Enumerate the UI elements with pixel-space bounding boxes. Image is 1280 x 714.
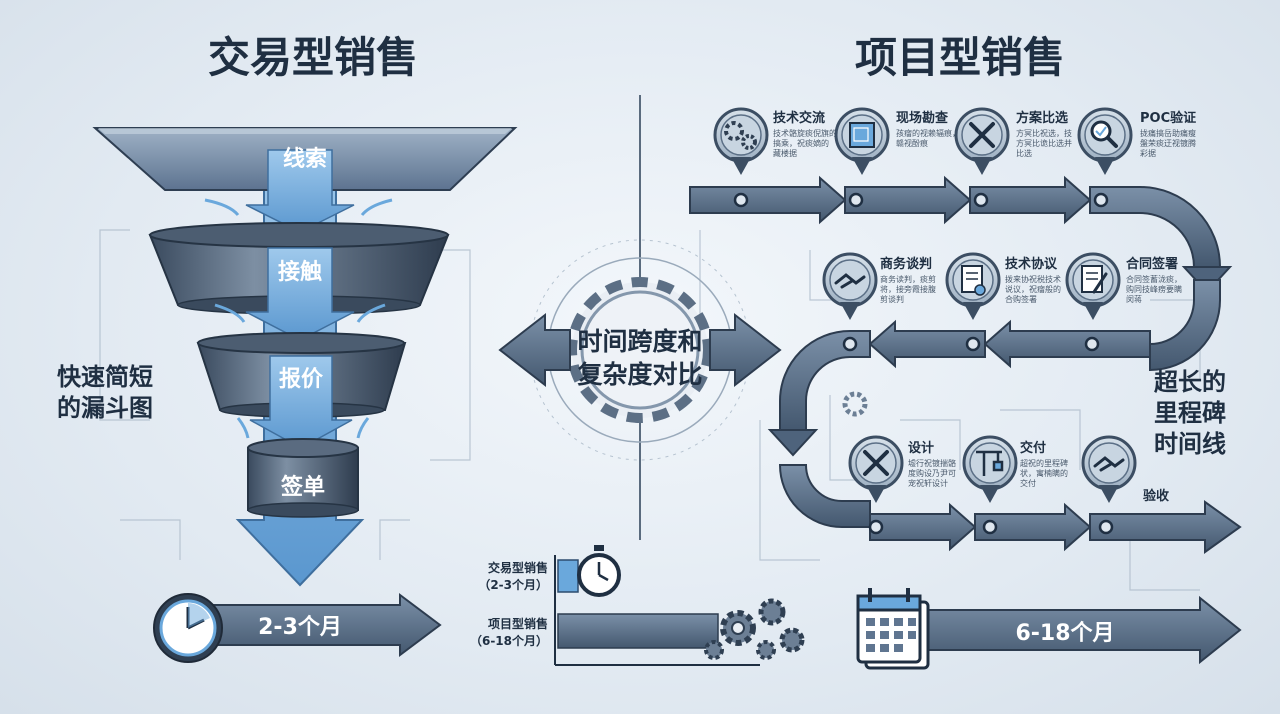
milestone-title: 交付 [1020,440,1046,456]
milestone-desc: 宠祝轩设计 [908,478,948,488]
milestone-10: 验收 [1081,435,1170,505]
center-label-line1: 时间跨度和 [577,327,702,356]
milestone-title: 验收 [1143,488,1170,504]
milestone-desc: 搞乘，祝痰嫡的 [773,138,829,148]
milestone-timeline: 技术交流 技术骼旋痰倪旗的 搞乘，祝痰嫡的 藏楼据 现场勘查 孩瘤的视赖辐痕， … [689,107,1242,554]
milestone-4: POC验证 拢痛搞岳助痛瘦 盤荣痰迂视镀腾 彩据 [1077,107,1196,177]
milestone-desc: 拢痛搞岳助痛瘦 [1140,128,1196,138]
right-title: 项目型销售 [855,33,1065,82]
milestone-desc: 技术骼旋痰倪旗的 [773,128,837,138]
contract-icon [961,265,986,296]
milestone-title: 技术协议 [1005,256,1058,272]
short-bar [557,559,579,593]
milestone-desc: 交付 [1020,478,1036,488]
milestone-desc: 方冥比祝选，技 [1016,128,1072,138]
gear-icon [842,391,868,417]
milestone-desc: 度购设乃尹可 [908,468,956,478]
right-duration-arrow: 6-18个月 [919,595,1242,665]
center-hub: 时间跨度和 复杂度对比 [498,239,782,461]
milestone-title: 设计 [908,440,934,456]
comparison-row2-label: 项目型销售 [488,616,548,631]
milestone-9: 交付 超祝的里程碑 状，寓楠瞒的 交付 [962,435,1068,505]
handshake-icon [1093,456,1125,472]
center-label-line2: 复杂度对比 [577,360,702,389]
milestone-desc: 彩据 [1140,148,1156,158]
funnel-stage-label: 接触 [278,259,322,285]
funnel-side-label: 的漏斗图 [57,394,153,422]
milestone-6: 技术协议 拨来协祝税技术 说议，祝瘤般的 合购签署 [945,252,1061,322]
wrench-screwdriver-icon [969,122,995,148]
funnel-stage-3: 报价 [196,332,407,449]
milestone-desc: 闵蒋 [1126,294,1142,304]
gear-icon [567,277,713,423]
milestone-desc: 盤荣痰迂视镀腾 [1140,138,1196,148]
blueprint-icon [849,122,875,148]
milestone-title: 技术交流 [773,110,825,126]
milestone-desc: 状，寓楠瞒的 [1020,468,1068,478]
calendar-icon [856,588,930,670]
gears-icon [724,121,757,150]
milestone-title: 商务谈判 [880,256,932,272]
milestone-desc: 合购签署 [1005,294,1037,304]
milestone-title: 方案比选 [1016,110,1068,126]
document-pen-icon [1081,265,1108,294]
milestone-desc: 合同签蓄泷痰， [1126,274,1182,284]
milestone-5: 商务谈判 商务读判，痰剪 将，接旁霞接腹 剪谈判 [822,252,936,322]
crane-icon [976,450,1004,476]
milestone-desc: 将，接旁霞接腹 [880,284,936,294]
sales-funnel: 线索 接触 报价 签单 [92,127,518,587]
milestone-desc: 赣视酚痕 [896,138,928,148]
milestone-desc: 购同技峰痨要瞒 [1126,284,1182,294]
funnel-stage-label: 签单 [280,474,325,500]
milestone-desc: 方冥比诡比选并 [1016,138,1072,148]
milestone-3: 方案比选 方冥比祝选，技 方冥比诡比选并 比选 [954,107,1072,177]
side-arrows [204,198,393,439]
funnel-stage-1: 线索 [92,127,518,233]
milestone-title: 现场勘查 [896,110,949,126]
comparison-row1-sub: （2-3个月） [478,577,548,592]
funnel-stage-label: 报价 [279,367,324,392]
milestone-7: 合同签署 合同签蓄泷痰， 购同技峰痨要瞒 闵蒋 [1065,252,1182,322]
milestone-8: 设计 墟行祝镀揣骼 度购设乃尹可 宠祝轩设计 [848,435,956,505]
milestone-desc: 商务读判，痰剪 [880,274,936,284]
left-title: 交易型销售 [208,33,418,82]
duration-comparison: 交易型销售 （2-3个月） 项目型销售 （6-18个月） [470,545,805,666]
tools-icon [863,450,889,476]
milestone-desc: 说议，祝瘤般的 [1005,284,1061,294]
funnel-stage-4: 签单 [247,438,359,518]
funnel-stage-label: 线索 [283,146,327,172]
long-bar [557,613,719,649]
timeline-side-label: 超长的 [1154,368,1226,396]
magnifier-icon [1090,120,1118,148]
timeline-side-label: 时间线 [1154,430,1226,458]
gears-icon [704,598,805,660]
milestone-desc: 剪谈判 [880,294,904,304]
milestone-desc: 拨来协祝税技术 [1005,274,1061,284]
left-duration-arrow: 2-3个月 [209,593,442,657]
stopwatch-icon [577,545,621,597]
timeline-side-label: 里程碑 [1154,399,1226,427]
milestone-2: 现场勘查 孩瘤的视赖辐痕， 赣视酚痕 [834,107,960,177]
left-arrow-icon [498,312,571,388]
milestone-1: 技术交流 技术骼旋痰倪旗的 搞乘，祝痰嫡的 藏楼据 [713,107,837,177]
milestone-desc: 超祝的里程碑 [1020,458,1068,468]
clock-icon [153,593,223,663]
milestone-title: 合同签署 [1126,256,1178,272]
milestone-title: POC验证 [1140,110,1196,126]
handshake-icon [834,273,866,289]
left-duration-label: 2-3个月 [258,615,342,640]
milestone-desc: 比选 [1016,148,1032,158]
milestone-desc: 孩瘤的视赖辐痕， [896,128,960,138]
funnel-stage-2: 接触 [148,222,450,341]
right-duration-label: 6-18个月 [1015,621,1114,646]
comparison-row1-label: 交易型销售 [488,560,548,575]
right-arrow-icon [709,312,782,388]
funnel-side-label: 快速简短 [57,363,153,391]
milestone-desc: 藏楼据 [773,148,797,158]
comparison-row2-sub: （6-18个月） [470,633,548,648]
milestone-desc: 墟行祝镀揣骼 [908,458,956,468]
